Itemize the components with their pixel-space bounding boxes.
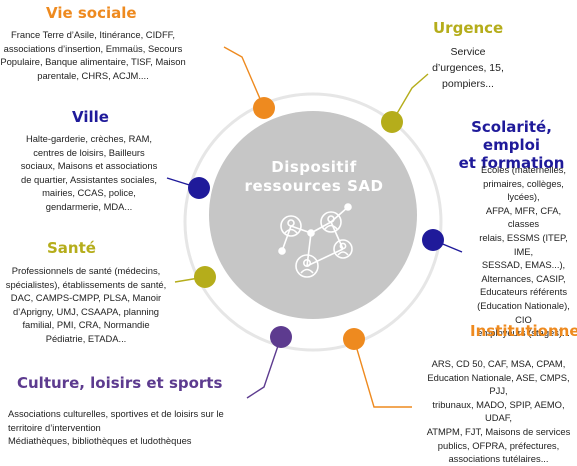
node-institutionnel bbox=[343, 328, 365, 350]
culture-text: Associations culturelles, sportives et d… bbox=[8, 408, 224, 447]
node-sante bbox=[194, 266, 216, 288]
urgence-title: Urgence bbox=[433, 19, 504, 37]
diagram-canvas bbox=[166, 46, 463, 408]
culture-title: Culture, loisirs et sports bbox=[17, 374, 223, 392]
center-title: Dispositif ressources SAD bbox=[244, 158, 384, 195]
vie-sociale-text: France Terre d’Asile, Itinérance, CIDFF,… bbox=[0, 29, 186, 81]
node-ville bbox=[188, 177, 210, 199]
node-culture bbox=[270, 326, 292, 348]
node-scolarite bbox=[422, 229, 444, 251]
institutionnel-title: Institutionnel bbox=[470, 322, 577, 340]
connector-vie-sociale bbox=[223, 46, 265, 109]
urgence-text: Service d’urgences, 15, pompiers... bbox=[432, 46, 504, 90]
connector-institutionnel bbox=[353, 338, 412, 408]
network-people-icon bbox=[278, 203, 353, 278]
outer-ring bbox=[183, 92, 443, 352]
ville-title: Ville bbox=[72, 108, 109, 126]
ville-text: Halte-garderie, crèches, RAM, centres de… bbox=[20, 133, 158, 212]
node-vie-sociale bbox=[253, 97, 275, 119]
sante-text: Professionnels de santé (médecins, spéci… bbox=[5, 265, 167, 344]
scolarite-text: Ecoles (maternelles, primaires, collèges… bbox=[477, 164, 570, 339]
institutionnel-text: ARS, CD 50, CAF, MSA, CPAM, Education Na… bbox=[426, 358, 571, 465]
sante-title: Santé bbox=[47, 239, 96, 257]
connector-culture bbox=[246, 336, 282, 399]
node-urgence bbox=[381, 111, 403, 133]
center-disc bbox=[209, 111, 417, 319]
vie-sociale-title: Vie sociale bbox=[46, 4, 137, 22]
connector-urgence bbox=[391, 73, 429, 123]
scolarite-title: Scolarité, emploi et formation bbox=[458, 118, 565, 172]
